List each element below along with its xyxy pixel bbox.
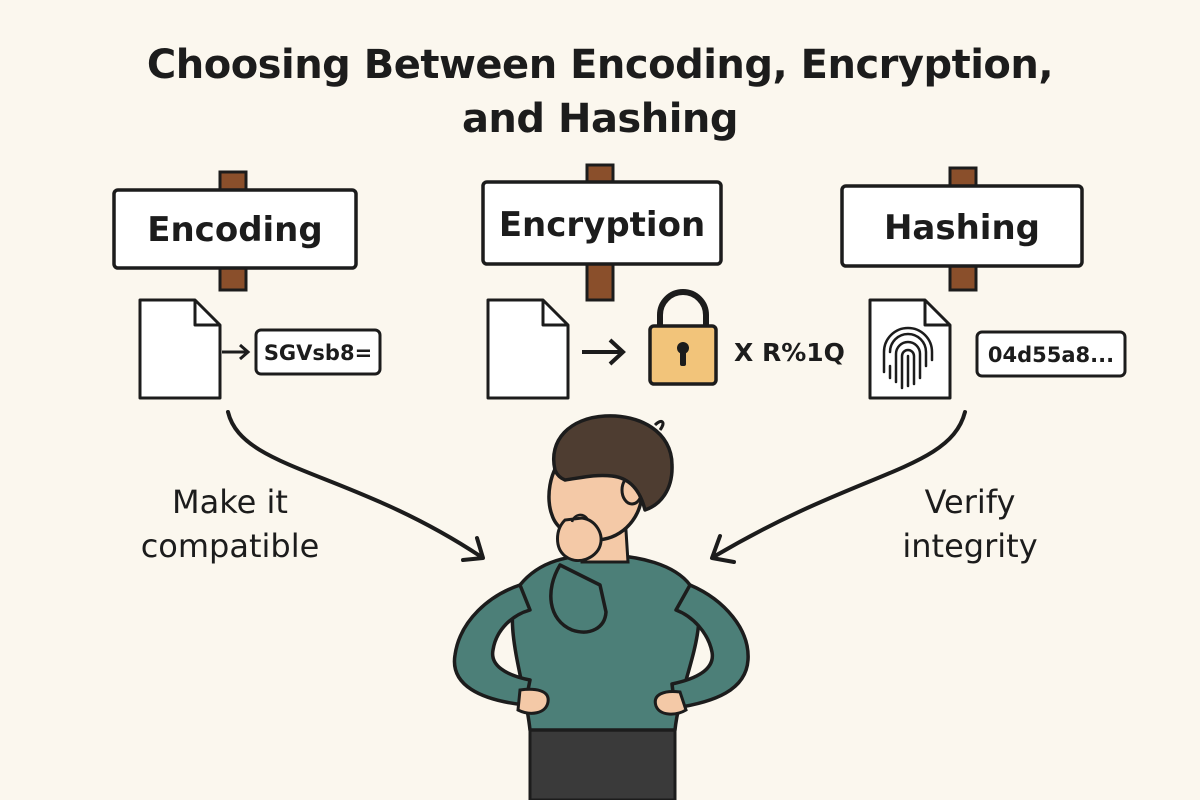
encoding-label: Encoding — [147, 210, 322, 250]
encoding-output: SGVsb8= — [264, 341, 372, 365]
encryption-label: Encryption — [499, 205, 705, 245]
caption-right-line-1: Verify — [880, 480, 1060, 524]
encryption-output: X R%1Q — [734, 338, 845, 367]
person-pants — [530, 720, 675, 800]
padlock-icon — [650, 292, 716, 384]
arrow-right-icon — [222, 345, 248, 359]
arrow-right-icon — [582, 340, 623, 364]
person-right-hand — [655, 692, 686, 715]
hashing-label: Hashing — [884, 208, 1040, 248]
person-left-hand — [518, 689, 548, 713]
encoding-group: Encoding SGVsb8= — [114, 172, 380, 398]
caption-left: Make it compatible — [130, 480, 330, 568]
caption-right: Verify integrity — [880, 480, 1060, 568]
thinking-person — [454, 416, 748, 800]
fingerprint-document-icon — [870, 300, 950, 398]
caption-left-line-2: compatible — [130, 524, 330, 568]
hashing-output: 04d55a8... — [988, 343, 1114, 367]
document-icon — [488, 300, 568, 398]
person-chin-hand — [558, 518, 602, 561]
encryption-group: Encryption X R%1Q — [483, 165, 845, 398]
caption-left-line-1: Make it — [130, 480, 330, 524]
caption-right-line-2: integrity — [880, 524, 1060, 568]
document-icon — [140, 300, 220, 398]
hashing-group: Hashing 04d55a8... — [842, 168, 1125, 398]
